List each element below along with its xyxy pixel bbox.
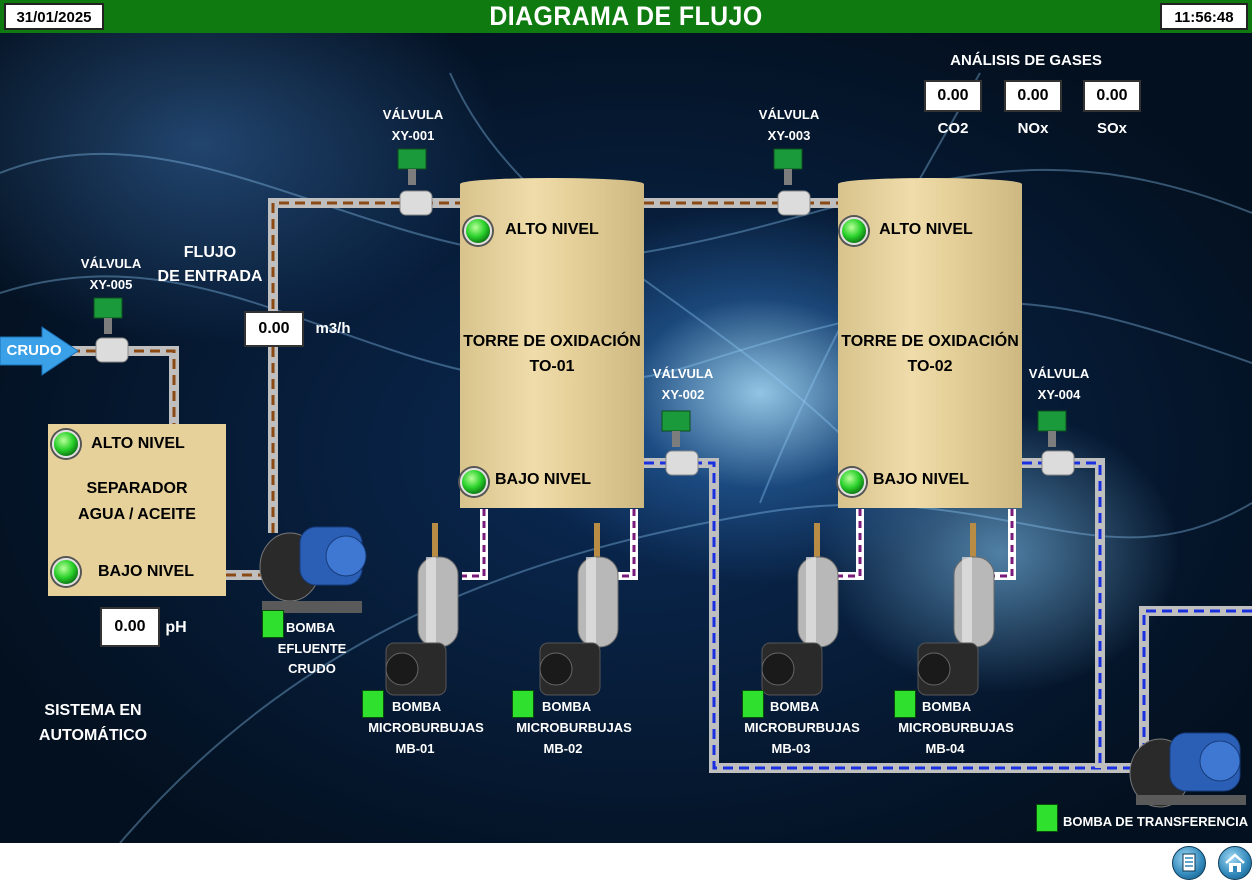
valve-xy005-graphic bbox=[93, 297, 129, 363]
header-bar bbox=[0, 0, 1252, 33]
mode-label-1: SISTEMA EN bbox=[44, 702, 142, 719]
nox-value: 0.00 bbox=[1004, 80, 1062, 112]
tower2-name-2: TO-02 bbox=[907, 358, 953, 375]
valve-xy003-label-2: XY-003 bbox=[767, 128, 811, 143]
separator-high-level-indicator bbox=[52, 430, 80, 458]
tower2-low-level-label: BAJO NIVEL bbox=[872, 471, 969, 488]
valve-xy002-graphic bbox=[661, 410, 699, 476]
sox-value: 0.00 bbox=[1083, 80, 1141, 112]
pump-mb03-label-2: MICROBURBUJAS bbox=[744, 720, 860, 735]
pump-crude-graphic bbox=[259, 526, 367, 613]
pump-mb03-status-button[interactable] bbox=[742, 690, 764, 718]
tower1-high-level-label: ALTO NIVEL bbox=[505, 221, 599, 238]
document-icon bbox=[1182, 853, 1196, 872]
separator-low-level-label: BAJO NIVEL bbox=[97, 563, 194, 580]
pump-mb02-label-1: BOMBA bbox=[542, 699, 592, 714]
co2-value: 0.00 bbox=[924, 80, 982, 112]
home-button[interactable] bbox=[1218, 846, 1252, 880]
tower1-name-2: TO-01 bbox=[529, 358, 575, 375]
valve-xy001-label-1: VÁLVULA bbox=[382, 107, 444, 122]
ph-value: 0.00 bbox=[100, 607, 160, 647]
valve-xy001-graphic bbox=[397, 148, 433, 216]
tower1-high-level-indicator bbox=[464, 217, 492, 245]
valve-xy004-label-2: XY-004 bbox=[1037, 387, 1081, 402]
flow-label-1: FLUJO bbox=[183, 244, 237, 261]
tower-to02 bbox=[838, 178, 1022, 508]
valve-xy002-button[interactable] bbox=[660, 411, 700, 481]
nox-label: NOx bbox=[1017, 120, 1049, 137]
valve-xy004-graphic bbox=[1037, 410, 1075, 476]
home-icon bbox=[1225, 853, 1245, 872]
separator-name-2: AGUA / ACEITE bbox=[78, 506, 196, 523]
pump-mb03-label-1: BOMBA bbox=[770, 699, 820, 714]
time-display: 11:56:48 bbox=[1160, 3, 1248, 30]
valve-xy003-button[interactable] bbox=[772, 149, 812, 219]
tower1-low-level-label: BAJO NIVEL bbox=[494, 471, 591, 488]
pump-mb04-label-3: MB-04 bbox=[925, 741, 965, 756]
valve-xy001-button[interactable] bbox=[396, 149, 436, 219]
microbubble-unit-mb02 bbox=[539, 523, 619, 696]
pump-mb04-label-2: MICROBURBUJAS bbox=[898, 720, 1014, 735]
mode-label-2: AUTOMÁTICO bbox=[38, 727, 148, 744]
process-graphics bbox=[0, 72, 1252, 843]
tower2-name-1: TORRE DE OXIDACIÓN bbox=[841, 333, 1019, 350]
flow-unit: m3/h bbox=[315, 320, 351, 337]
valve-xy004-button[interactable] bbox=[1036, 411, 1076, 481]
valve-xy003-graphic bbox=[773, 148, 811, 216]
tower2-low-level-indicator bbox=[838, 468, 866, 496]
pump-mb04-label-1: BOMBA bbox=[922, 699, 972, 714]
pump-mb04-status-button[interactable] bbox=[894, 690, 916, 718]
report-button[interactable] bbox=[1172, 846, 1206, 880]
crude-inlet-label: CRUDO bbox=[6, 342, 62, 359]
valve-xy003-label-1: VÁLVULA bbox=[758, 107, 820, 122]
co2-label: CO2 bbox=[937, 120, 969, 137]
valve-xy005-label-1: VÁLVULA bbox=[80, 256, 142, 271]
pump-crude-label-1: BOMBA bbox=[286, 620, 336, 635]
ph-unit: pH bbox=[165, 619, 187, 636]
tower1-name-1: TORRE DE OXIDACIÓN bbox=[463, 333, 641, 350]
tower2-high-level-label: ALTO NIVEL bbox=[879, 221, 973, 238]
pump-mb01-label-3: MB-01 bbox=[395, 741, 435, 756]
pump-mb02-status-button[interactable] bbox=[512, 690, 534, 718]
gas-analysis-title: ANÁLISIS DE GASES bbox=[950, 52, 1102, 69]
microbubble-unit-mb04 bbox=[917, 523, 995, 696]
pump-crude-label-2: EFLUENTE bbox=[277, 641, 347, 656]
valve-xy002-label-2: XY-002 bbox=[661, 387, 705, 402]
pump-transfer-label: BOMBA DE TRANSFERENCIA bbox=[1063, 814, 1249, 829]
microbubble-unit-mb01 bbox=[385, 523, 459, 696]
valve-xy005-button[interactable] bbox=[92, 298, 132, 364]
pump-crude-label-3: CRUDO bbox=[288, 661, 336, 676]
valve-xy002-label-1: VÁLVULA bbox=[652, 366, 714, 381]
pump-mb01-status-button[interactable] bbox=[362, 690, 384, 718]
pump-mb01-label-2: MICROBURBUJAS bbox=[368, 720, 484, 735]
pump-transfer-status-button[interactable] bbox=[1036, 804, 1058, 832]
tower1-low-level-indicator bbox=[460, 468, 488, 496]
pump-mb02-label-2: MICROBURBUJAS bbox=[516, 720, 632, 735]
microbubble-unit-mb03 bbox=[761, 523, 839, 696]
valve-xy001-label-2: XY-001 bbox=[391, 128, 435, 143]
tower2-high-level-indicator bbox=[840, 217, 868, 245]
pump-crude-status-button[interactable] bbox=[262, 610, 284, 638]
pump-mb01-label-1: BOMBA bbox=[392, 699, 442, 714]
separator-low-level-indicator bbox=[52, 558, 80, 586]
flow-label-2: DE ENTRADA bbox=[157, 268, 263, 285]
page-title: DIAGRAMA DE FLUJO bbox=[489, 1, 763, 31]
separator-high-level-label: ALTO NIVEL bbox=[91, 435, 185, 452]
valve-xy004-label-1: VÁLVULA bbox=[1028, 366, 1090, 381]
pump-mb03-label-3: MB-03 bbox=[771, 741, 811, 756]
date-display: 31/01/2025 bbox=[4, 3, 104, 30]
flow-value: 0.00 bbox=[244, 311, 304, 347]
sox-label: SOx bbox=[1096, 120, 1127, 137]
valve-xy005-label-2: XY-005 bbox=[89, 277, 133, 292]
pump-transfer-graphic bbox=[1129, 732, 1246, 808]
pump-mb02-label-3: MB-02 bbox=[543, 741, 583, 756]
separator-name-1: SEPARADOR bbox=[86, 480, 188, 497]
